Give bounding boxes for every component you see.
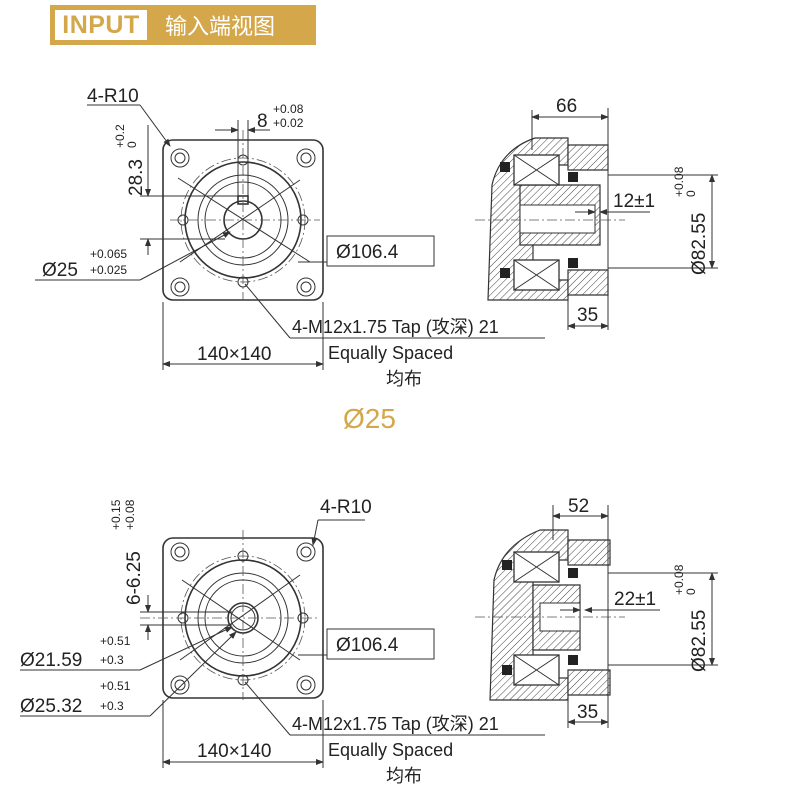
bottom-minor-dia-tol-lower: +0.3 [100, 653, 124, 667]
bottom-key-height-tol-upper: +0.15 [109, 499, 123, 530]
input-tag: INPUT [55, 10, 147, 40]
top-side-offset: 35 [577, 305, 598, 326]
top-side-pilot: Ø82.55 [689, 213, 710, 275]
top-front-view [35, 104, 545, 370]
bottom-side-pilot-tol-lower: 0 [684, 588, 698, 595]
bottom-side-depth: 22±1 [614, 589, 656, 610]
bottom-tap: 4-M12x1.75 Tap (攻深) 21 [292, 714, 499, 734]
section-title: Ø25 [343, 403, 396, 434]
top-side-view [475, 108, 718, 330]
bottom-equally-spaced: Equally Spaced [328, 740, 453, 760]
top-side-pilot-tol-lower: 0 [684, 190, 698, 197]
bottom-minor-dia-tol-upper: +0.51 [100, 634, 131, 648]
top-corner-radius: 4-R10 [87, 86, 139, 107]
bottom-key-height: 6-6.25 [124, 551, 145, 605]
section-header: INPUT 输入端视图 [50, 5, 316, 45]
bottom-key-height-tol-lower: +0.08 [123, 499, 137, 530]
top-tap: 4-M12x1.75 Tap (攻深) 21 [292, 317, 499, 337]
bottom-corner-radius: 4-R10 [320, 497, 372, 518]
top-key-width-tol-lower: +0.02 [273, 116, 304, 130]
top-equally-spaced-cn: 均布 [386, 369, 422, 389]
top-side-depth: 12±1 [613, 191, 655, 212]
bottom-side-pilot: Ø82.55 [689, 610, 710, 672]
bottom-side-length: 52 [568, 496, 589, 517]
bottom-equally-spaced-cn: 均布 [386, 766, 422, 786]
top-key-height-tol-lower: 0 [125, 141, 139, 148]
bottom-major-dia: Ø25.32 [20, 696, 82, 717]
top-bore: Ø25 [42, 260, 78, 281]
top-key-height: 28.3 [126, 159, 147, 196]
top-pcd: Ø106.4 [336, 242, 399, 263]
top-side-length: 66 [556, 96, 577, 117]
bottom-major-dia-tol-upper: +0.51 [100, 679, 131, 693]
top-bore-tol-upper: +0.065 [90, 247, 127, 261]
bottom-minor-dia: Ø21.59 [20, 650, 82, 671]
bottom-square: 140×140 [197, 741, 272, 762]
top-equally-spaced: Equally Spaced [328, 343, 453, 363]
top-square: 140×140 [197, 344, 272, 365]
top-key-width-tol-upper: +0.08 [273, 102, 304, 116]
bottom-major-dia-tol-lower: +0.3 [100, 699, 124, 713]
bottom-side-view [475, 505, 718, 728]
bottom-front-view [20, 519, 545, 768]
header-title: 输入端视图 [165, 14, 276, 39]
top-side-pilot-tol-upper: +0.08 [672, 166, 686, 197]
bottom-side-pilot-tol-upper: +0.08 [672, 564, 686, 595]
top-bore-tol-lower: +0.025 [90, 263, 127, 277]
top-key-width: 8 [257, 111, 268, 132]
bottom-pcd: Ø106.4 [336, 635, 399, 656]
top-key-height-tol-upper: +0.2 [113, 124, 127, 148]
bottom-side-offset: 35 [577, 702, 598, 723]
